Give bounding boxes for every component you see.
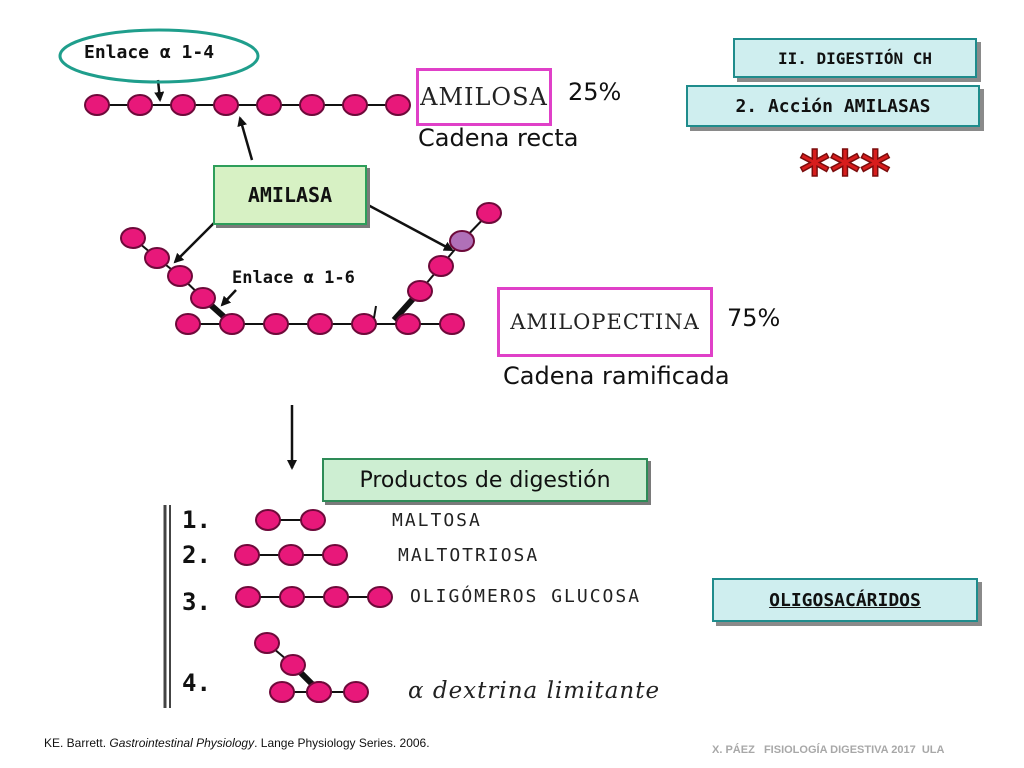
amilopectina-left-branch-glucose	[190, 287, 216, 309]
amilopectina-main-glucose	[175, 313, 201, 335]
oligomeros-glucose	[235, 586, 261, 608]
reference-author: KE. Barrett.	[44, 736, 110, 750]
amilosa-glucose	[84, 94, 110, 116]
amilosa-box-label: AMILOSA	[420, 83, 548, 111]
oligomeros-glucose	[279, 586, 305, 608]
amilasa-left-arrow	[173, 221, 216, 264]
amilopectina-main-glucose	[395, 313, 421, 335]
amilasa-box: AMILASA	[213, 165, 367, 225]
amilasa-label: AMILASA	[247, 183, 333, 207]
amilopectina-main-glucose	[351, 313, 377, 335]
amilasa-to-amilosa-arrow	[237, 116, 254, 161]
product-3-name: OLIGÓMEROS GLUCOSA	[410, 586, 642, 607]
enlace-16-label: Enlace α 1-6	[232, 268, 355, 288]
product-4-number: 4.	[182, 669, 211, 697]
amilosa-glucose	[213, 94, 239, 116]
subtitle: 2. Acción AMILASAS	[735, 95, 931, 117]
enlace-14-ellipse	[58, 28, 260, 84]
subtitle-box: 2. Acción AMILASAS	[686, 85, 980, 127]
amilosa-description: Cadena recta	[418, 124, 579, 152]
oligosacaridos-label: OLIGOSACÁRIDOS	[769, 589, 921, 611]
amilopectina-percent: 75%	[727, 304, 781, 332]
maltotriosa-glucose	[234, 544, 260, 566]
amilopectina-left-branch-glucose	[120, 227, 146, 249]
amilosa-glucose	[385, 94, 411, 116]
amilosa-glucose	[342, 94, 368, 116]
amilopectina-right-branch-glucose	[428, 255, 454, 277]
amilosa-glucose	[299, 94, 325, 116]
dextrina-branch-glucose	[254, 632, 280, 654]
amilosa-box: AMILOSA	[416, 68, 552, 126]
oligosacaridos-box: OLIGOSACÁRIDOS	[712, 578, 978, 622]
maltosa-glucose	[255, 509, 281, 531]
amilopectina-main-glucose	[307, 313, 333, 335]
reference-rest: . Lange Physiology Series. 2006.	[254, 736, 430, 750]
product-3-number: 3.	[182, 588, 211, 616]
enlace-14-label: Enlace α 1-4	[84, 42, 215, 63]
dextrina-main-glucose	[306, 681, 332, 703]
products-title-box: Productos de digestión	[322, 458, 648, 502]
reference-title: Gastrointestinal Physiology	[109, 736, 255, 750]
reference: KE. Barrett. Gastrointestinal Physiology…	[44, 736, 430, 750]
amilosa-glucose	[256, 94, 282, 116]
dextrina-main-glucose	[343, 681, 369, 703]
amilopectina-right-branch-glucose	[476, 202, 502, 224]
maltosa-glucose	[300, 509, 326, 531]
amilopectina-left-branch-glucose	[144, 247, 170, 269]
amilosa-glucose	[170, 94, 196, 116]
amilopectina-box-label: AMILOPECTINA	[510, 310, 700, 334]
enlace-16-arrow	[220, 289, 237, 307]
tick-mark	[373, 305, 377, 319]
amilopectina-main-glucose	[439, 313, 465, 335]
amilopectina-right-branch-glucose	[407, 280, 433, 302]
oligomeros-glucose	[323, 586, 349, 608]
product-1-number: 1.	[182, 506, 211, 534]
amilosa-percent: 25%	[568, 78, 622, 106]
section-title-box: II. DIGESTIÓN CH	[733, 38, 977, 78]
amilosa-glucose	[127, 94, 153, 116]
amilopectina-main-glucose	[219, 313, 245, 335]
maltotriosa-glucose	[322, 544, 348, 566]
products-title: Productos de digestión	[359, 467, 611, 493]
amilopectina-main-glucose	[263, 313, 289, 335]
stars-decoration: ***	[800, 138, 891, 206]
amilasa-right-arrow	[367, 203, 454, 252]
amilopectina-description: Cadena ramificada	[503, 362, 730, 390]
amilopectina-left-branch-glucose	[167, 265, 193, 287]
product-2-number: 2.	[182, 541, 211, 569]
dextrina-main-glucose	[269, 681, 295, 703]
course-footer: X. PÁEZ FISIOLOGÍA DIGESTIVA 2017 ULA	[712, 744, 945, 756]
amilopectina-right-branch-glucose	[449, 230, 475, 252]
dextrina-branch-glucose	[280, 654, 306, 676]
product-1-name: MALTOSA	[392, 510, 482, 531]
oligomeros-glucose	[367, 586, 393, 608]
product-2-name: MALTOTRIOSA	[398, 545, 540, 566]
product-4-name: α dextrina limitante	[408, 678, 661, 704]
amilopectina-box: AMILOPECTINA	[497, 287, 713, 357]
section-title: II. DIGESTIÓN CH	[777, 48, 933, 68]
maltotriosa-glucose	[278, 544, 304, 566]
